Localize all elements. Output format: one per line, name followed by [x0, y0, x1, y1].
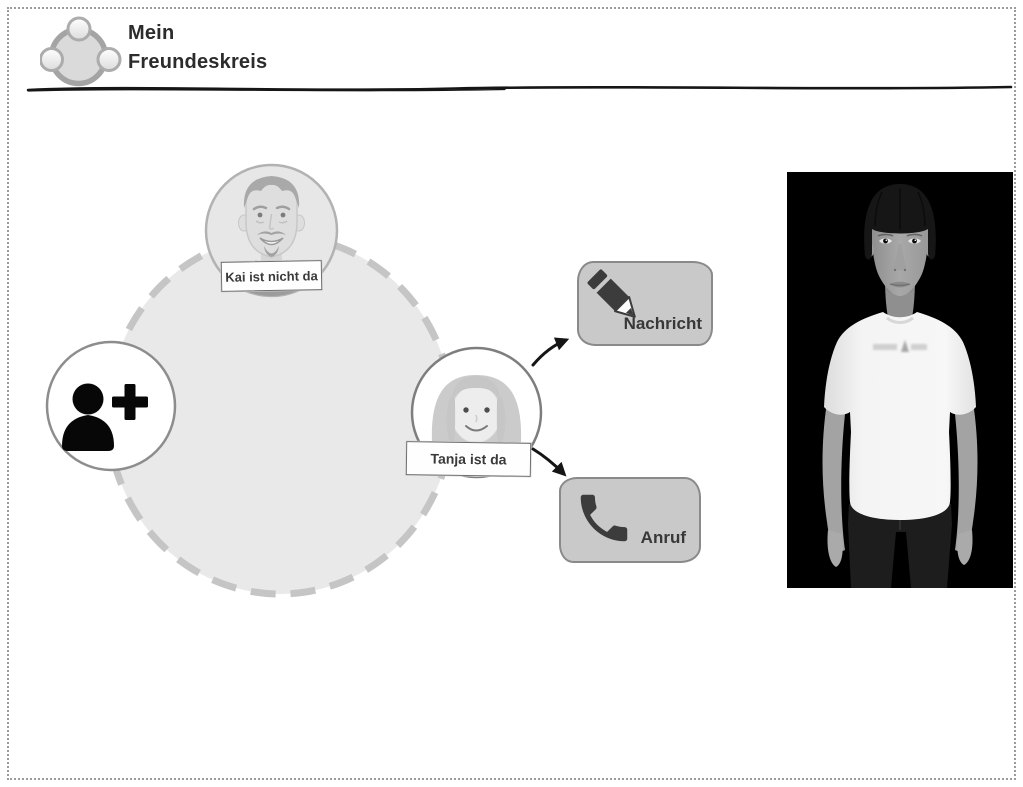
page-title: Mein Freundeskreis: [128, 19, 267, 77]
call-button-label: Anruf: [640, 528, 686, 547]
assistant-3d-avatar-icon: [787, 172, 1013, 588]
message-button[interactable]: Nachricht: [577, 261, 713, 346]
arrow-to-call: [531, 447, 567, 477]
person-add-icon: [62, 383, 148, 451]
add-friend-button[interactable]: [45, 340, 177, 472]
contact-kai-status-text: Kai ist nicht da: [225, 267, 318, 285]
arrow-to-message: [531, 337, 570, 367]
message-button-label: Nachricht: [623, 314, 702, 333]
phone-icon: [580, 494, 628, 542]
assistant-avatar-panel: [787, 172, 1013, 588]
connector-arrows: [531, 337, 570, 477]
friends-circle-logo-icon: [40, 16, 122, 87]
contact-tanja-status-text: Tanja ist da: [430, 450, 507, 468]
pencil-icon: [587, 269, 636, 318]
page-title-line2: Freundeskreis: [128, 51, 268, 73]
contact-kai-status: Kai ist nicht da: [220, 260, 323, 292]
page-title-line1: Mein: [128, 22, 175, 44]
contact-tanja-status: Tanja ist da: [405, 441, 532, 477]
call-button[interactable]: Anruf: [559, 477, 701, 563]
header-divider: [26, 85, 1013, 92]
